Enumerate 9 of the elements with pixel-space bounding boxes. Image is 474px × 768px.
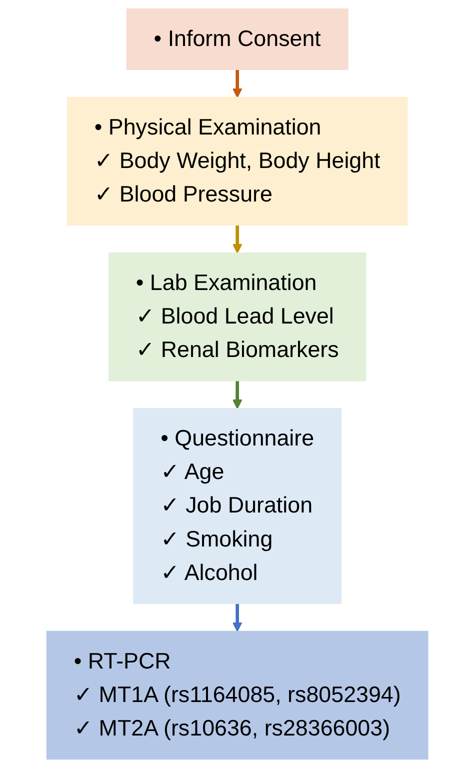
node-box: • Lab Examination ✓ Blood Lead Level ✓ Renal Biomarkers: [108, 252, 366, 382]
arrow: [232, 380, 242, 410]
node-box: • RT-PCR ✓ MT1A (rs1164085, rs8052394) ✓ MT2A (rs10636, rs28366003): [46, 630, 428, 760]
node-box: • Questionnaire ✓ Age ✓ Job Duration ✓ Smoking ✓ Alcohol: [132, 408, 342, 604]
node-box: • Physical Examination ✓ Body Weight, Body Height ✓ Blood Pressure: [66, 96, 408, 226]
arrow: [232, 603, 242, 632]
arrow: [232, 69, 242, 98]
arrow: [232, 225, 242, 254]
node-box: • Inform Consent: [126, 8, 348, 70]
